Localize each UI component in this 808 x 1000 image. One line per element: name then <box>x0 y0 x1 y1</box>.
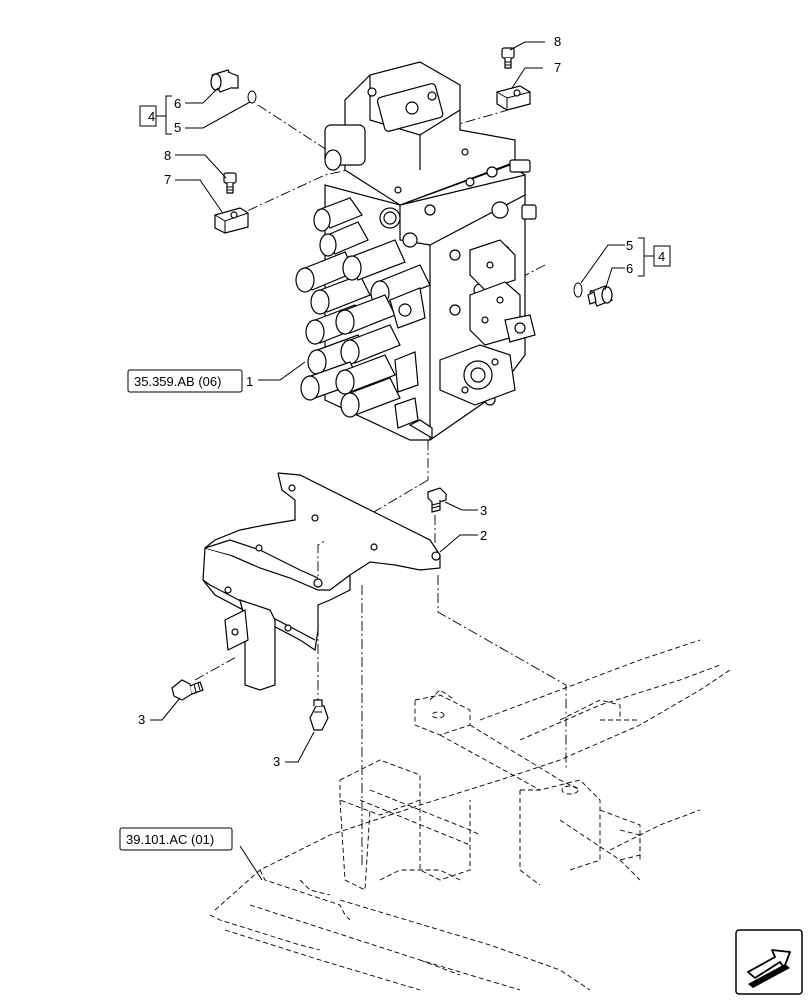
callout-2: 2 <box>480 528 487 543</box>
next-page-arrow-icon[interactable] <box>735 929 803 995</box>
callout-3-upper: 3 <box>480 503 487 518</box>
callout-6-left: 6 <box>174 96 181 111</box>
frame-phantom <box>209 639 731 991</box>
callout-1: 1 <box>246 374 253 389</box>
callout-4-right: 4 <box>658 249 665 264</box>
callout-5-left: 5 <box>174 120 181 135</box>
frame-reference-label[interactable]: 39.101.AC (01) <box>126 832 214 847</box>
group-box-left <box>139 105 157 127</box>
o-ring-5-left <box>247 90 257 104</box>
group-box-right <box>653 245 671 267</box>
control-valve <box>295 61 537 441</box>
block-7-left <box>214 207 249 234</box>
bolt-8-left <box>223 172 237 194</box>
fitting-6-left <box>210 69 239 93</box>
callout-8-top: 8 <box>554 34 561 49</box>
callout-5-right: 5 <box>626 238 633 253</box>
o-ring-5-right <box>573 282 583 298</box>
valve-reference-label[interactable]: 35.359.AB (06) <box>134 374 221 389</box>
callout-8-left: 8 <box>164 148 171 163</box>
mounting-bracket <box>202 472 441 691</box>
callout-4-left: 4 <box>148 109 155 124</box>
callout-7-left: 7 <box>164 172 171 187</box>
leader-lines <box>150 41 625 881</box>
fitting-6-right <box>587 285 613 307</box>
bolt-3-lower <box>309 699 329 731</box>
callout-3-lower: 3 <box>273 754 280 769</box>
bolt-8-top <box>501 47 515 69</box>
frame-reference-box[interactable] <box>119 827 233 851</box>
callout-7-top: 7 <box>554 60 561 75</box>
spool-caps <box>295 197 431 429</box>
bolt-3-left <box>171 679 204 701</box>
group-bracket-left <box>139 95 172 135</box>
block-7-top <box>496 85 531 111</box>
callout-3-left: 3 <box>138 712 145 727</box>
group-bracket-right <box>638 237 671 277</box>
callout-labels: 4 6 5 8 7 8 7 5 6 4 1 3 2 3 3 35.359.AB … <box>126 34 665 847</box>
bolt-3-upper <box>427 487 447 513</box>
callout-6-right: 6 <box>626 261 633 276</box>
valve-reference-box[interactable] <box>127 369 243 393</box>
